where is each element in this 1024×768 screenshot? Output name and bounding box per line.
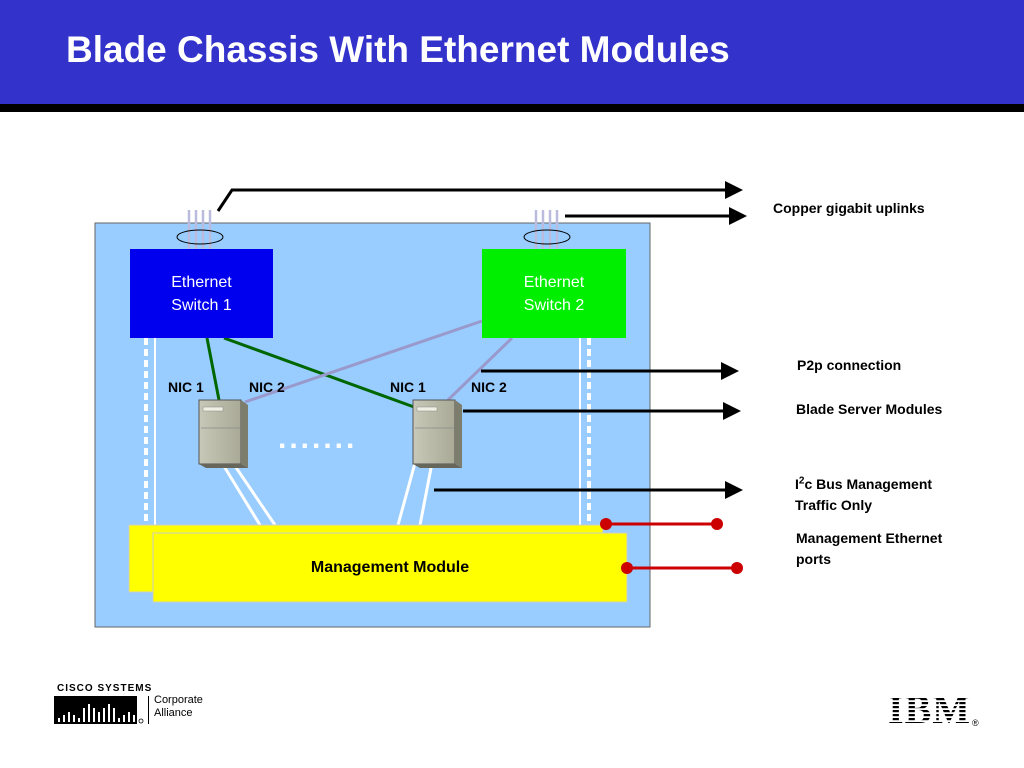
footer-divider: [148, 696, 149, 724]
blade-server-1: [198, 399, 248, 468]
switch1-label-line2: Switch 1: [171, 297, 232, 314]
management-module-label: Management Module: [310, 559, 470, 576]
switch2-label-line1: Ethernet: [523, 274, 585, 291]
legend-mgmt-ethernet-ports: Management Ethernet ports: [796, 528, 942, 570]
server2-nic1-label: NIC 1: [390, 379, 426, 395]
svg-text:®: ®: [972, 718, 979, 728]
switch2-uplink-cables: [534, 210, 559, 249]
legend-i2c-bus: I2c Bus Management Traffic Only: [795, 474, 932, 516]
switch1-uplink-cables: [187, 210, 212, 249]
server2-nic2-label: NIC 2: [471, 379, 507, 395]
management-module: [152, 532, 628, 603]
switch2-to-server1-nic2: [244, 319, 483, 404]
switch2-to-server2-nic2: [446, 336, 514, 402]
corporate-alliance-text: Corporate Alliance: [154, 694, 203, 720]
switch1-label: Ethernet Switch 1: [130, 271, 273, 317]
cisco-logo: [54, 696, 144, 724]
legend-i2c-sup: 2: [798, 475, 805, 487]
legend-i2c-line2: Traffic Only: [795, 497, 873, 513]
corp-line1: Corporate: [154, 694, 203, 706]
ethernet-switch-1: [130, 249, 273, 338]
switch1-to-server1-nic1: [205, 337, 221, 401]
switch2-label: Ethernet Switch 2: [482, 271, 626, 317]
switch1-to-server2-nic1: [223, 336, 415, 409]
copper-uplink-arrow-1: [216, 181, 743, 212]
title-bar: Blade Chassis With Ethernet Modules: [0, 0, 1024, 112]
legend-blade-server-modules: Blade Server Modules: [796, 401, 943, 417]
server-mgmt-links: [220, 462, 434, 526]
uplink-bundle-ring-1: [176, 229, 224, 245]
ibm-logo: IBM ®: [888, 690, 979, 730]
legend-mgmt-ethernet-line2: ports: [796, 551, 831, 567]
ethernet-switch-2: [482, 249, 626, 338]
cisco-systems-wordmark: CISCO SYSTEMS: [57, 683, 153, 694]
mgmt-ethernet-port-1: [600, 518, 723, 530]
svg-text:IBM: IBM: [888, 690, 971, 730]
legend-i2c-prefix: I: [795, 476, 799, 492]
server1-nic1-label: NIC 1: [168, 379, 204, 395]
slide-title: Blade Chassis With Ethernet Modules: [66, 29, 730, 70]
server1-nic2-label: NIC 2: [249, 379, 285, 395]
legend-i2c-rest: c Bus Management: [804, 476, 933, 492]
mgmt-ethernet-port-2: [621, 562, 743, 574]
legend-copper-uplinks: Copper gigabit uplinks: [773, 200, 925, 216]
corp-line2: Alliance: [154, 707, 193, 719]
uplink-bundle-ring-2: [523, 229, 571, 245]
blade-server-2: [412, 399, 462, 468]
legend-p2p-connection: P2p connection: [797, 357, 902, 373]
switch1-label-line1: Ethernet: [171, 274, 232, 291]
switch2-label-line2: Switch 2: [523, 297, 585, 314]
more-servers-ellipsis: .......: [278, 422, 358, 455]
legend-mgmt-ethernet-line1: Management Ethernet: [796, 530, 943, 546]
